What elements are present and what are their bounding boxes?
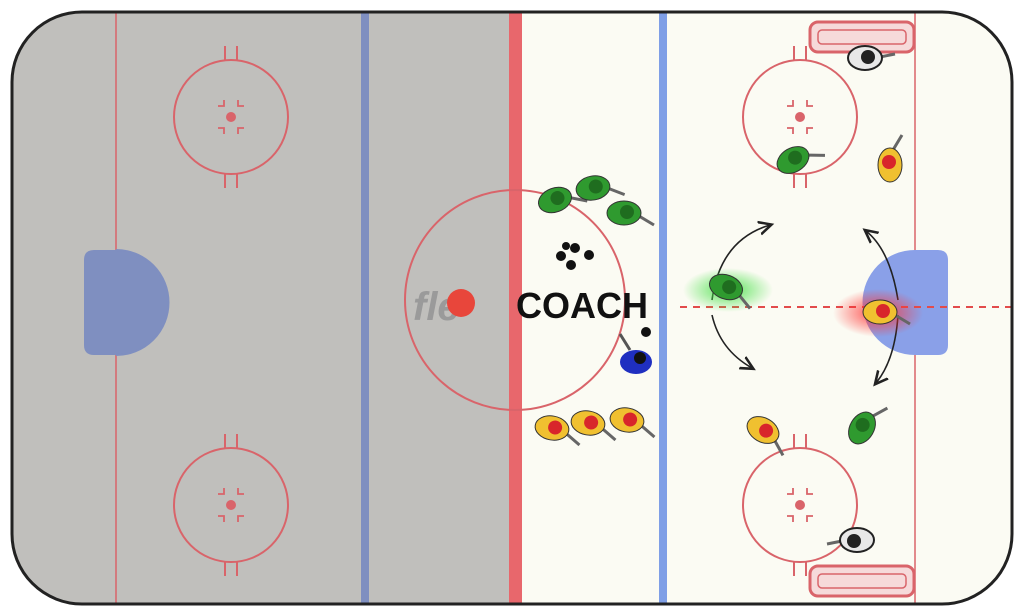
logo-circle-icon	[447, 289, 475, 317]
left-blue-line	[361, 12, 369, 604]
right-blue-line	[659, 12, 667, 604]
logo-word: COACH	[516, 285, 648, 326]
flexcoach-logo: fle COACH	[413, 285, 648, 329]
bottom-net	[810, 566, 914, 596]
